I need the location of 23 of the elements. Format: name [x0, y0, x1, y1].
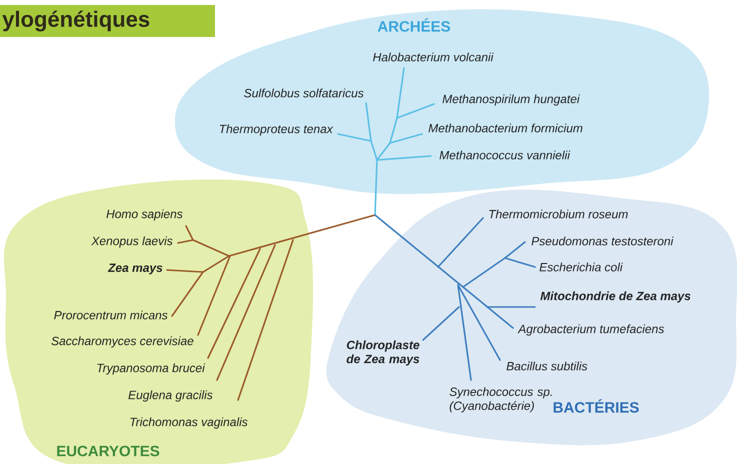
species-label: Prorocentrum micans [54, 310, 168, 320]
species-label: Thermoproteus tenax [220, 124, 334, 136]
species-label: Thermomicrobium roseum [489, 210, 628, 218]
title-banner: ylogénétiques [0, 5, 215, 37]
species-label: Trypanosoma brucei [97, 363, 206, 375]
species-label: Euglena gracilis [128, 390, 213, 402]
species-label: Methanospirilum hungatei [442, 94, 580, 106]
species-label: Synechococcus sp. (Cyanobactérie) [450, 387, 552, 412]
species-label: Zea mays [108, 264, 162, 274]
species-label: Mitochondrie de Zea mays [540, 291, 690, 303]
species-label: Bacillus subtilis [506, 362, 588, 370]
species-label: Xenopus laevis [91, 236, 173, 248]
species-label: Agrobacterium tumefaciens [518, 324, 664, 336]
species-label: Methanococcus vannielii [440, 150, 570, 160]
species-label: Chloroplaste de Zea mays [346, 340, 420, 366]
species-label: Homo sapiens [106, 209, 183, 221]
species-label: Sulfolobus solfataricus [244, 88, 364, 98]
species-label: Pseudomonas testosteroni [532, 236, 674, 246]
species-label: Methanobacterium formicium [428, 124, 582, 132]
species-label: Trichomonas vaginalis [130, 417, 248, 429]
species-label: Saccharomyces cerevisiae [51, 336, 194, 348]
species-label: Halobacterium volcanii [373, 52, 494, 62]
species-label: Escherichia coli [540, 262, 623, 272]
